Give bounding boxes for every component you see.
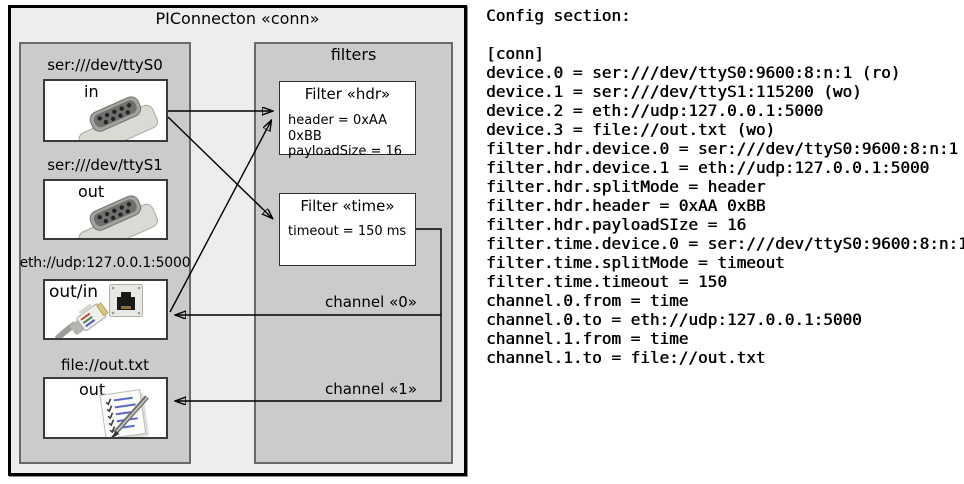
db9-serial-connector-icon	[78, 195, 158, 238]
device-box-ttys0: in	[43, 79, 168, 142]
device-uri-label: eth://udp:127.0.0.1:5000	[19, 255, 191, 271]
notepad-pen-icon	[99, 389, 150, 437]
filter-name: Filter «hdr»	[304, 85, 391, 103]
device-uri-label: file://out.txt	[61, 356, 149, 374]
device-box-ttys1: out	[43, 179, 168, 240]
filter-hdr-box: Filter «hdr» header = 0xAA 0xBB payloadS…	[279, 81, 416, 159]
channel-0-label: channel «0»	[324, 293, 417, 311]
port-direction-label: in	[84, 82, 99, 101]
diagram-title: PIConnecton «conn»	[155, 9, 320, 28]
rj45-port-icon	[109, 284, 143, 317]
filter-time-box: Filter «time» timeout = 150 ms	[279, 193, 416, 266]
config-lines: [conn] device.0 = ser:///dev/ttyS0:9600:…	[486, 44, 964, 367]
config-heading: Config section:	[486, 6, 631, 25]
filters-panel-title: filters	[330, 45, 377, 64]
device-box-file: out	[43, 377, 168, 439]
rj45-plug-icon	[54, 302, 109, 338]
port-direction-label: out	[79, 380, 106, 399]
port-direction-label: out	[78, 182, 105, 201]
device-box-eth: out/in	[43, 279, 168, 340]
filter-attributes: header = 0xAA 0xBB payloadSize = 16	[288, 113, 403, 159]
db9-serial-connector-icon	[78, 96, 158, 140]
filter-name: Filter «time»	[300, 197, 395, 215]
device-uri-label: ser:///dev/ttyS1	[47, 156, 163, 174]
port-direction-label: out/in	[49, 282, 99, 302]
channel-1-label: channel «1»	[324, 380, 417, 398]
config-section: Config section: [conn] device.0 = ser://…	[486, 6, 964, 367]
device-uri-label: ser:///dev/ttyS0	[47, 56, 163, 74]
filter-attributes: timeout = 150 ms	[288, 224, 407, 239]
